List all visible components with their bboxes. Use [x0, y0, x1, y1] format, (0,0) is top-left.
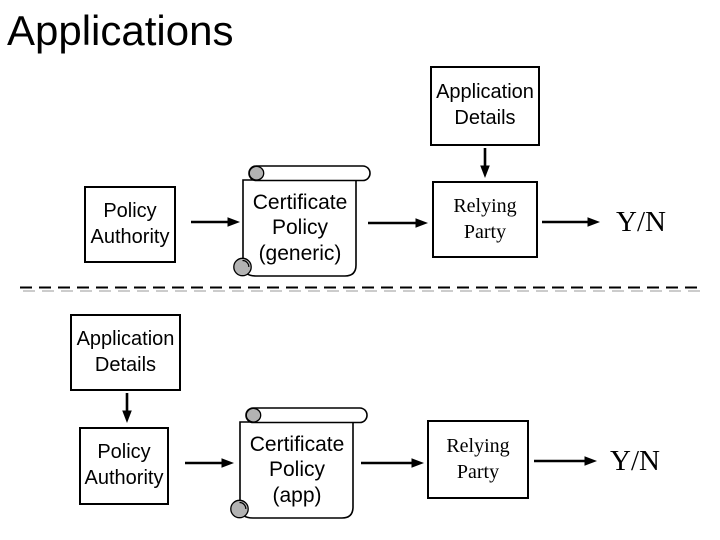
box-relying-party-app: Relying Party — [427, 420, 529, 499]
box-label-line: Application — [436, 81, 534, 104]
scroll-label-line: (generic) — [258, 241, 342, 265]
scroll-label: Certificate Policy (generic) — [245, 181, 355, 275]
scroll-shape-icon — [230, 407, 368, 519]
scroll-certificate-policy-app: Certificate Policy (app) — [230, 406, 370, 528]
scroll-label-line: Certificate — [252, 190, 348, 214]
box-label-line: Policy — [103, 199, 157, 222]
box-policy-authority-app: Policy Authority — [79, 427, 169, 505]
scroll-label-line: (app) — [272, 483, 322, 507]
box-policy-authority-generic: Policy Authority — [84, 186, 176, 263]
box-label-line: Authority — [90, 225, 170, 248]
scroll-shape-icon — [233, 165, 371, 277]
arrow-right-icon — [534, 456, 597, 466]
box-label-line: Party — [456, 460, 500, 483]
section-divider-dashed-line — [20, 286, 701, 292]
scroll-label: Certificate Policy (app) — [242, 423, 352, 517]
box-application-details-app: Application Details — [70, 314, 181, 391]
scroll-certificate-policy-generic: Certificate Policy (generic) — [233, 164, 373, 286]
arrow-right-icon — [191, 217, 240, 227]
box-label-line: Details — [94, 353, 157, 376]
box-label-line: Details — [454, 107, 516, 129]
box-label-line: Application — [76, 327, 175, 350]
scroll-label-line: Certificate — [249, 432, 345, 456]
arrow-right-icon — [361, 458, 424, 468]
scroll-label-line: Policy — [271, 216, 329, 240]
outcome-label-app: Y/N — [610, 444, 660, 477]
arrow-right-icon — [542, 217, 600, 227]
arrow-right-icon — [368, 218, 428, 228]
box-label-line: Authority — [84, 467, 164, 489]
arrow-right-icon — [185, 458, 234, 468]
arrow-down-icon — [480, 148, 490, 178]
box-label-line: Relying — [446, 434, 510, 457]
scroll-label-line: Policy — [268, 458, 326, 482]
box-relying-party-generic: Relying Party — [432, 181, 538, 258]
slide-title: Applications — [7, 7, 234, 54]
outcome-label-generic: Y/N — [616, 205, 666, 238]
box-label-line: Party — [463, 220, 507, 243]
box-label-line: Relying — [453, 194, 517, 217]
arrow-down-icon — [122, 393, 132, 423]
box-application-details-generic: Application Details — [430, 66, 540, 146]
box-label-line: Policy — [97, 441, 151, 464]
